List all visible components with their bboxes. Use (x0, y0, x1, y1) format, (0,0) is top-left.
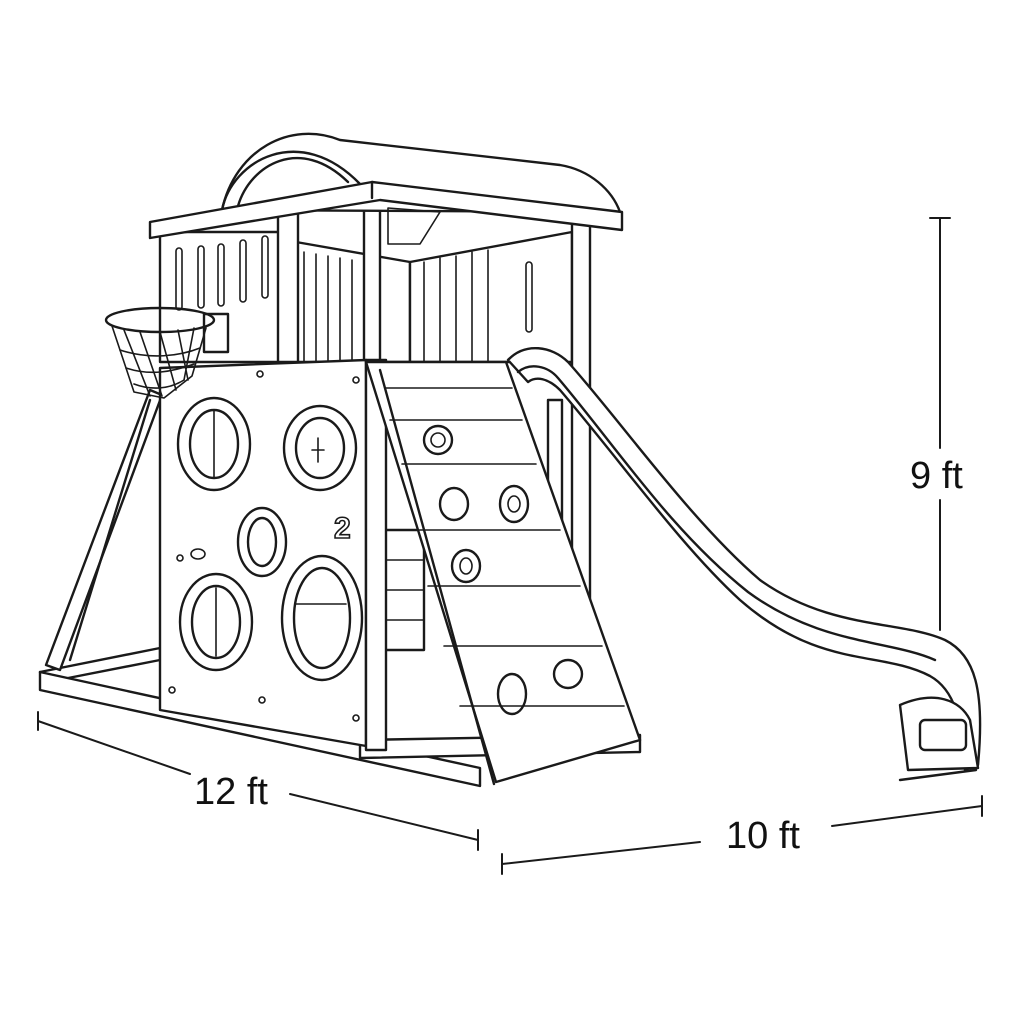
width-label: 12 ft (194, 771, 268, 813)
dimension-height: 9 ft (910, 217, 963, 631)
porthole (178, 572, 254, 672)
porthole (282, 404, 358, 492)
climbing-ramp (364, 360, 642, 786)
basketball-hoop (104, 306, 230, 399)
dimension-width: 12 ft (37, 711, 479, 851)
porthole (176, 396, 252, 492)
front-panel: 2 (158, 358, 388, 752)
porthole (236, 506, 288, 578)
height-label: 9 ft (910, 455, 963, 497)
tower-roof (148, 132, 624, 245)
lower-inner-wall (382, 528, 426, 652)
panel-number: 2 (334, 512, 351, 545)
dimension-depth: 10 ft (501, 795, 983, 875)
porthole (280, 554, 364, 682)
depth-label: 10 ft (726, 815, 800, 857)
slide (506, 346, 982, 782)
